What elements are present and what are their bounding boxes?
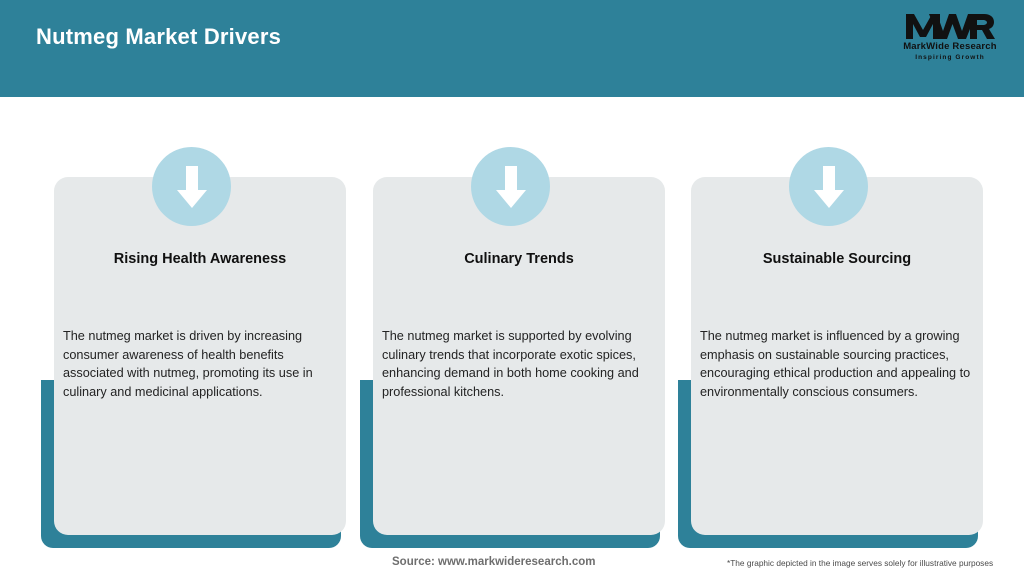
down-arrow-icon xyxy=(152,147,231,226)
logo-company-name: MarkWide Research xyxy=(903,41,997,53)
header-bar xyxy=(0,0,1024,97)
source-note: Source: www.markwideresearch.com xyxy=(392,556,596,568)
down-arrow-glyph-icon xyxy=(176,165,207,208)
down-arrow-icon xyxy=(789,147,868,226)
card-panel xyxy=(373,177,665,535)
card-panel xyxy=(691,177,983,535)
mwr-monogram-icon xyxy=(906,14,995,40)
card-panel xyxy=(54,177,346,535)
card-body-text: The nutmeg market is supported by evolvi… xyxy=(382,329,639,399)
markwide-research-logo: MarkWide Research Inspiring Growth xyxy=(890,8,1010,64)
card-body-text: The nutmeg market is influenced by a gro… xyxy=(700,329,971,399)
driver-card-2[interactable]: Culinary Trends The nutmeg market is sup… xyxy=(360,147,675,549)
card-title: Sustainable Sourcing xyxy=(762,251,912,267)
disclaimer-note: *The graphic depicted in the image serve… xyxy=(727,558,994,568)
down-arrow-glyph-icon xyxy=(813,165,844,208)
driver-card-3[interactable]: Sustainable Sourcing The nutmeg market i… xyxy=(678,147,993,549)
card-title: Culinary Trends xyxy=(464,251,574,267)
down-arrow-icon xyxy=(471,147,550,226)
card-title: Rising Health Awareness xyxy=(113,251,287,267)
driver-card-1[interactable]: Rising Health Awareness The nutmeg marke… xyxy=(41,147,356,549)
page-title: Nutmeg Market Drivers xyxy=(36,24,282,49)
card-body-text: The nutmeg market is driven by increasin… xyxy=(63,329,313,399)
down-arrow-glyph-icon xyxy=(495,165,526,208)
logo-tagline: Inspiring Growth xyxy=(915,53,985,61)
